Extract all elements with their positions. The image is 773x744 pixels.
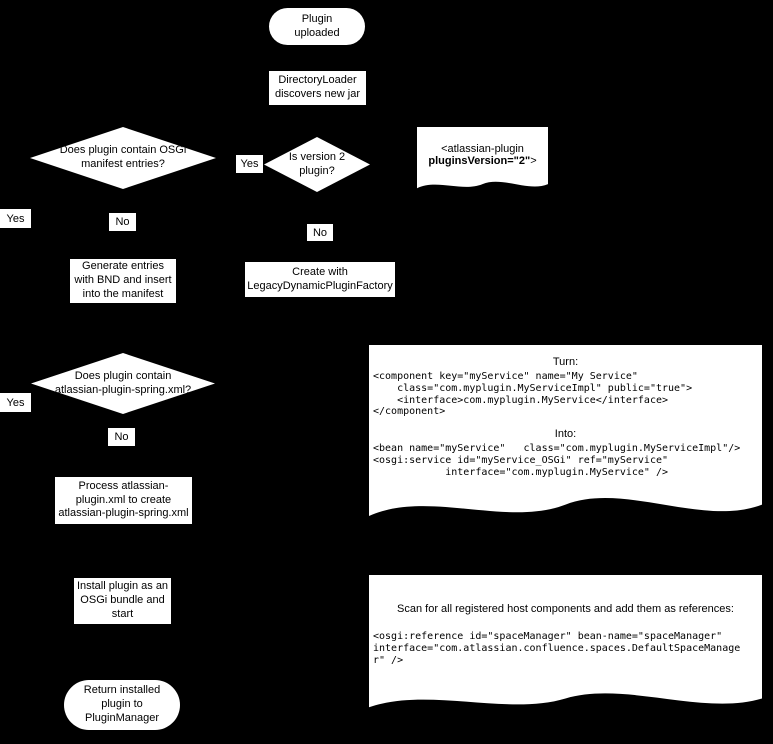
edge-label-no-osgi: No <box>109 213 136 231</box>
end-node: Return installed plugin to PluginManager <box>64 680 180 730</box>
turn-code: <component key="myService" name="My Serv… <box>373 371 693 418</box>
process-generate-entries: Generate entries with BND and insert int… <box>70 259 176 303</box>
edge-label-no-version2: No <box>307 224 333 241</box>
directoryloader-node: DirectoryLoader discovers new jar <box>269 71 366 105</box>
edge-label-no-spring: No <box>108 428 135 446</box>
edge-label-yes-version2: Yes <box>236 155 263 173</box>
document-atlassian-plugin-text: <atlassian-plugin pluginsVersion="2"> <box>417 127 548 183</box>
decision-version2: Is version 2 plugin? <box>264 137 370 192</box>
process-install-bundle: Install plugin as an OSGi bundle and sta… <box>74 578 171 624</box>
plugins-version-suffix: > <box>530 155 537 167</box>
process-spring-xml: Process atlassian- plugin.xml to create … <box>55 477 192 524</box>
host-components-code: <osgi:reference id="spaceManager" bean-n… <box>373 631 741 666</box>
document-host-components: Scan for all registered host components … <box>369 575 762 722</box>
document-shape <box>417 127 548 189</box>
into-code: <bean name="myService" class="com.myplug… <box>373 443 741 478</box>
atlassian-plugin-line2: pluginsVersion="2"> <box>428 155 536 167</box>
document-shape <box>369 345 762 516</box>
edge-label-yes-osgi: Yes <box>0 209 31 228</box>
document-atlassian-plugin: <atlassian-plugin pluginsVersion="2"> <box>417 127 548 195</box>
document-shape <box>369 575 762 708</box>
decision-osgi-manifest: Does plugin contain OSGi manifest entrie… <box>30 127 216 189</box>
edge-label-yes-spring: Yes <box>0 393 31 412</box>
start-node: Plugin uploaded <box>269 8 365 45</box>
into-label: Into: <box>554 428 577 441</box>
document-transform-example: Turn: <component key="myService" name="M… <box>369 345 762 535</box>
document-host-components-text: Scan for all registered host components … <box>369 575 762 666</box>
plugins-version-bold: pluginsVersion="2" <box>428 155 531 167</box>
document-transform-text: Turn: <component key="myService" name="M… <box>369 345 762 479</box>
host-components-heading: Scan for all registered host components … <box>397 603 734 615</box>
atlassian-plugin-line1: <atlassian-plugin <box>441 143 524 155</box>
process-create-legacy-factory: Create with LegacyDynamicPluginFactory <box>245 262 395 297</box>
turn-label: Turn: <box>552 356 579 368</box>
decision-spring-xml: Does plugin contain atlassian-plugin-spr… <box>31 353 215 414</box>
